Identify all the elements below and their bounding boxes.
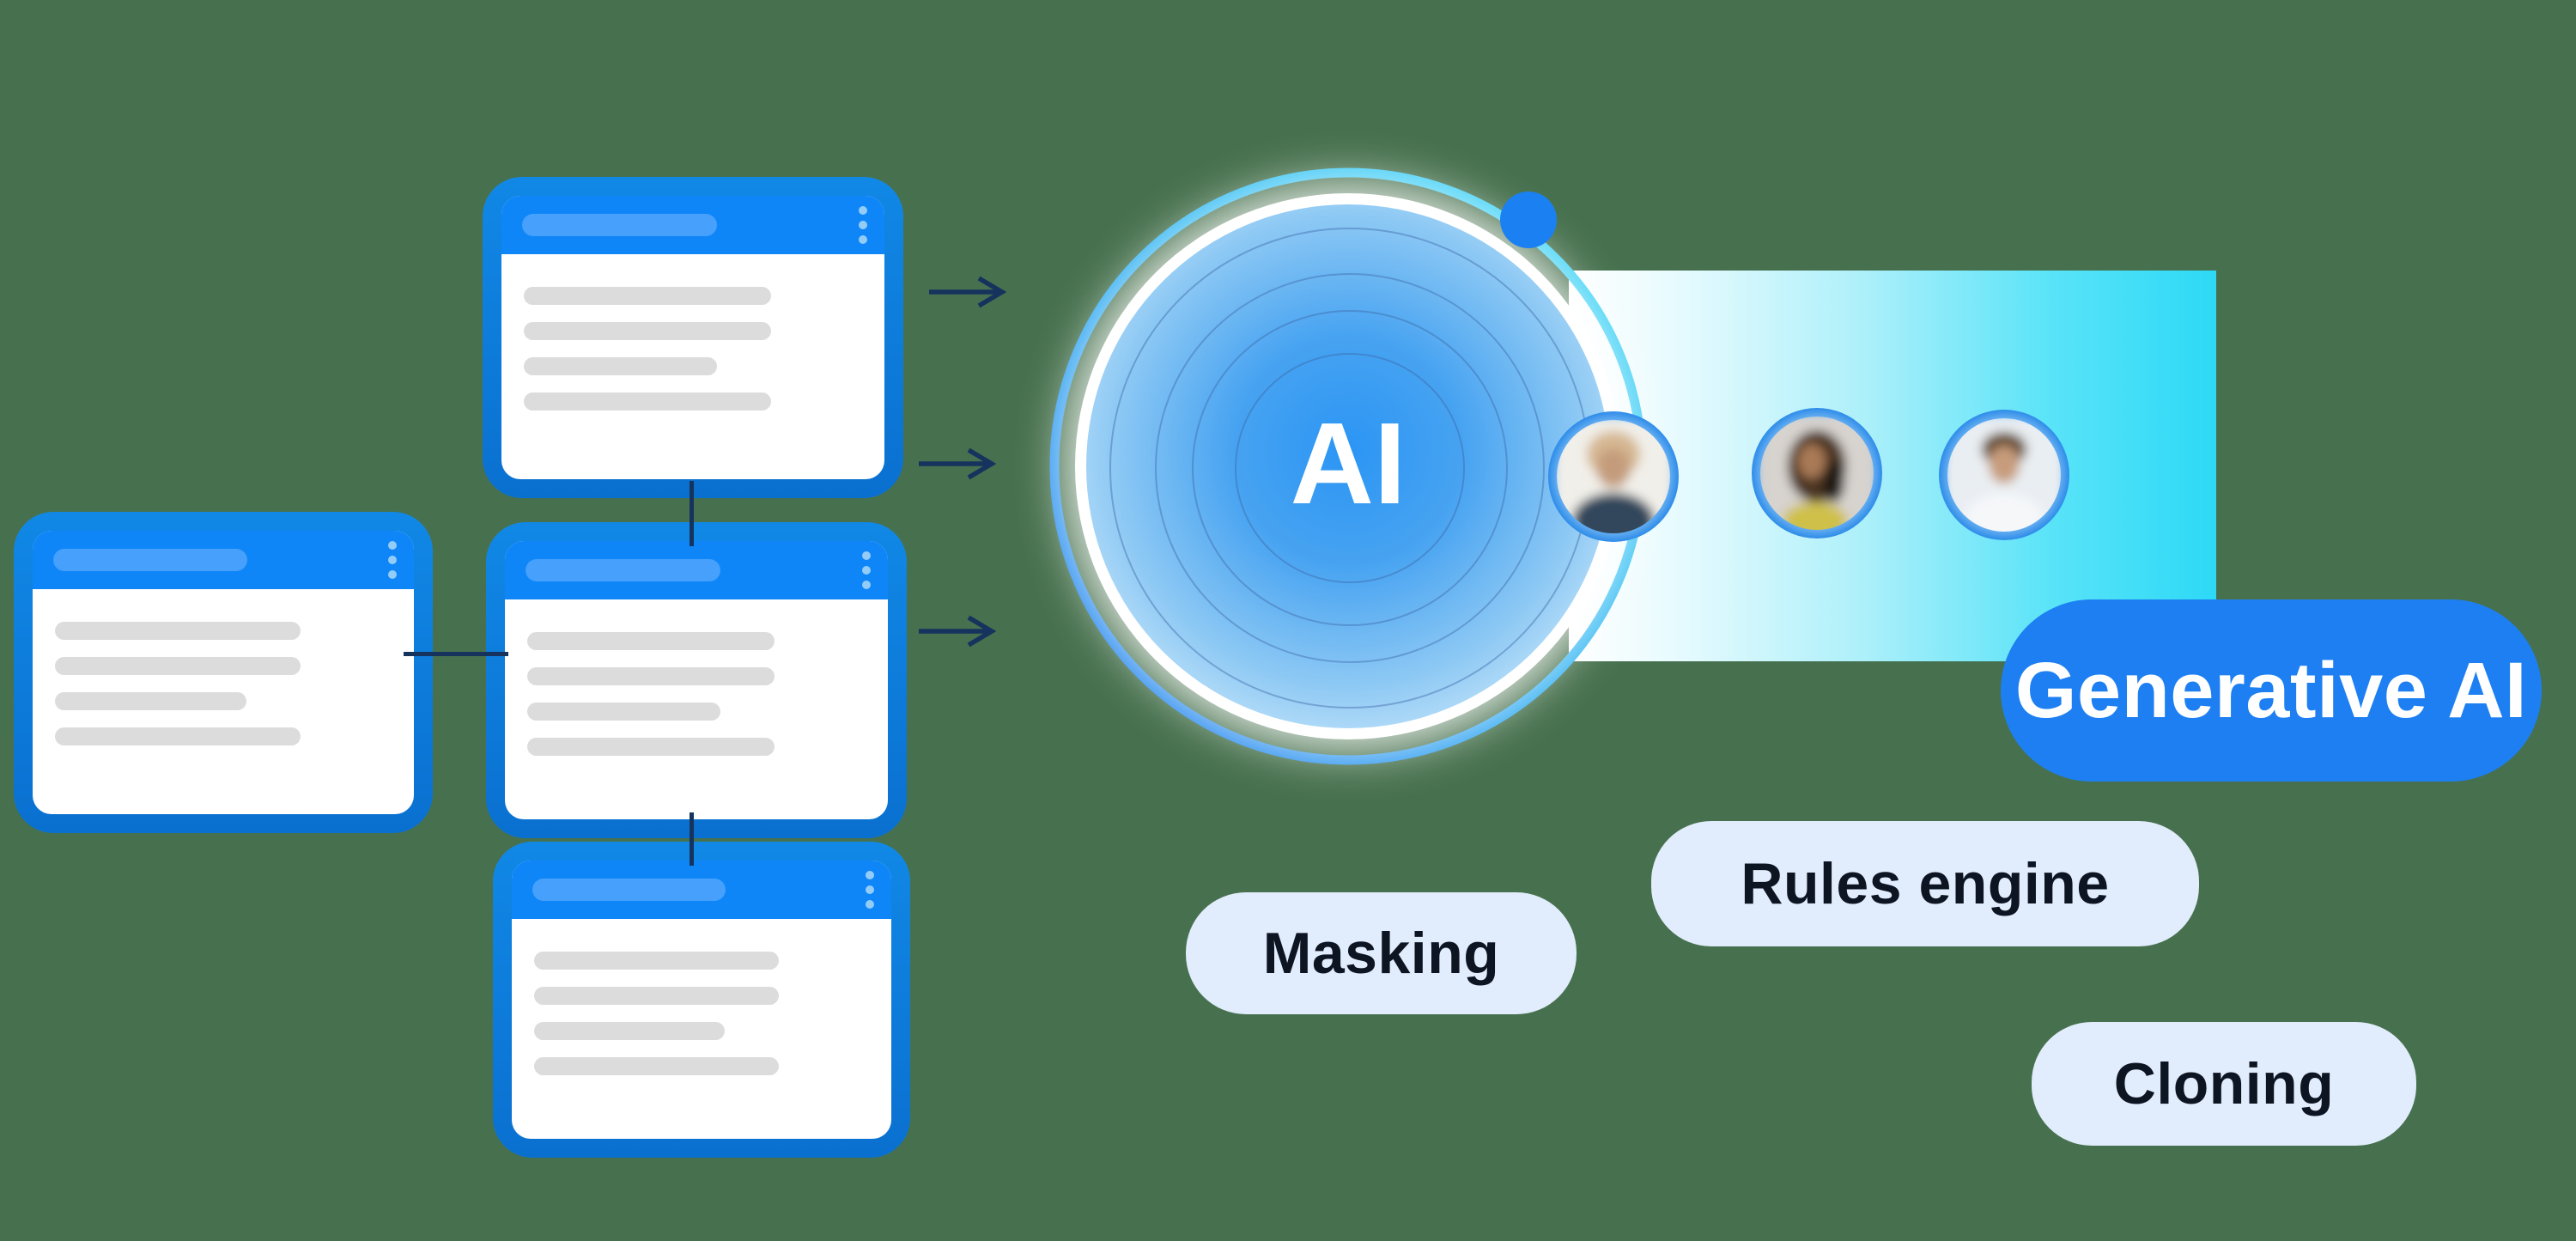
ai-concentric-ring [1155,273,1545,663]
kebab-menu-icon[interactable] [866,871,874,909]
pill-generative-ai: Generative AI [2001,599,2542,782]
card-body [33,589,414,745]
arrow-right-icon [929,276,1006,308]
text-line-placeholder [524,357,717,375]
pill-cloning: Cloning [2032,1022,2416,1146]
card-window [512,861,891,1139]
card-header [501,196,884,254]
card-window [501,196,884,479]
text-line-placeholder [527,632,775,650]
text-line-placeholder [524,322,771,340]
text-line-placeholder [55,692,247,710]
avatar-blurred-photo-1 [1548,411,1679,542]
ai-core-label: AI [1290,398,1406,528]
card-header [33,531,414,589]
text-line-placeholder [534,1022,726,1040]
avatar-blurred-photo-3 [1939,410,2069,540]
text-line-placeholder [527,703,720,721]
avatar-blurred-photo-2 [1752,408,1882,538]
ai-concentric-ring [1192,310,1508,626]
text-line-placeholder [527,667,775,685]
text-line-placeholder [534,987,779,1005]
pill-masking: Masking [1186,892,1577,1014]
arrow-right-icon [919,447,996,480]
card-top [483,177,903,498]
pill-rules-engine: Rules engine [1651,821,2199,946]
text-line-placeholder [55,657,301,675]
connector-line-vertical-top [690,481,694,546]
text-line-placeholder [534,1057,779,1075]
title-bar-placeholder [532,879,726,901]
card-body [501,254,884,411]
connector-line-horizontal [404,652,508,656]
kebab-menu-icon[interactable] [859,206,867,244]
connector-line-vertical-bottom [690,812,694,866]
kebab-menu-icon[interactable] [862,551,871,589]
text-line-placeholder [534,952,779,970]
arrow-right-icon [919,615,996,648]
title-bar-placeholder [526,559,720,581]
ai-orbit-dot [1500,192,1557,248]
card-header [505,541,888,599]
card-bottom [493,842,910,1158]
card-middle [486,522,907,838]
text-line-placeholder [524,287,771,305]
title-bar-placeholder [522,214,717,236]
text-line-placeholder [527,738,775,756]
text-line-placeholder [55,622,301,640]
card-left [14,512,433,833]
kebab-menu-icon[interactable] [388,541,397,579]
title-bar-placeholder [53,549,247,571]
card-body [505,599,888,756]
text-line-placeholder [55,727,301,745]
card-window [505,541,888,819]
card-header [512,861,891,919]
card-window [33,531,414,814]
ai-concentric-ring [1235,353,1465,583]
card-body [512,919,891,1075]
text-line-placeholder [524,392,771,411]
